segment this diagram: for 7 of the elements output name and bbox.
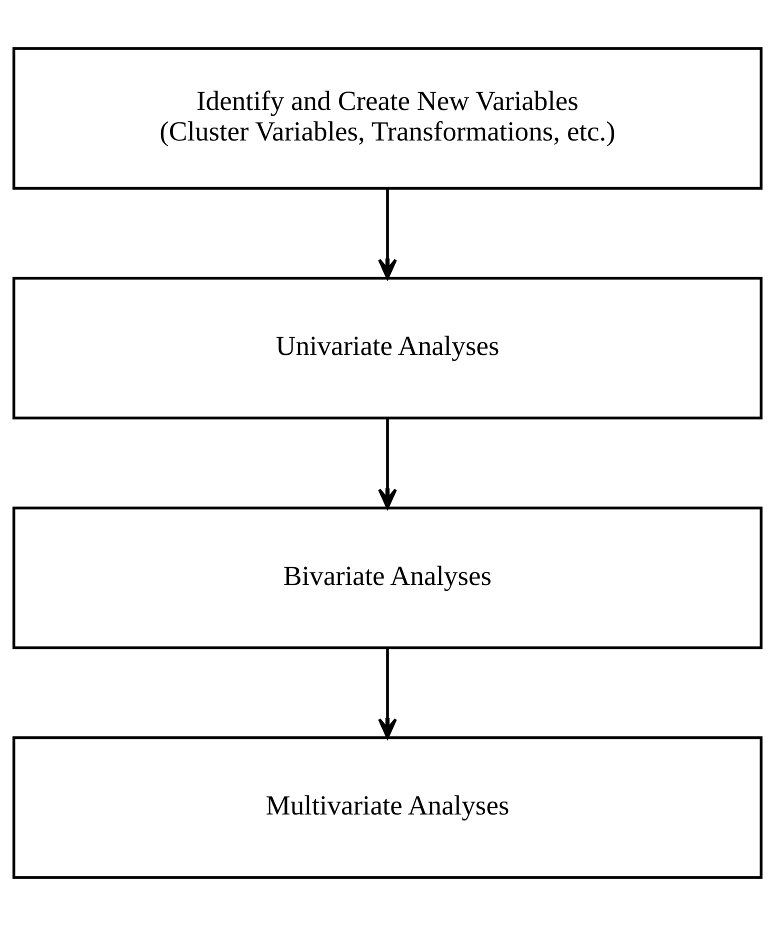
arrow — [378, 647, 397, 738]
node-box: Bivariate Analyses — [12, 506, 763, 649]
arrow — [378, 418, 397, 508]
node-box: Multivariate Analyses — [12, 736, 763, 878]
arrow — [378, 188, 397, 279]
node-box: Identify and Create New Variables (Cluster Variables, Transformations, etc.) — [12, 46, 763, 190]
node-box: Univariate Analyses — [12, 276, 763, 419]
